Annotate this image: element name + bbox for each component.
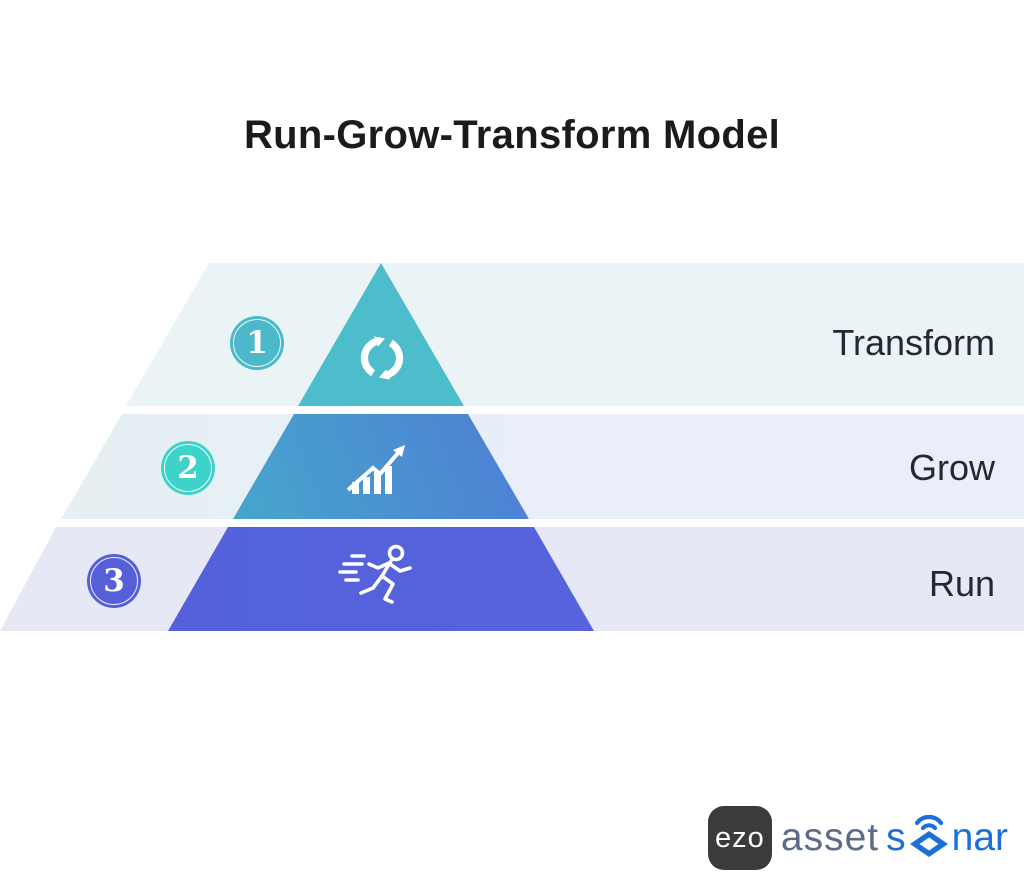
step-number: 2 [177, 450, 199, 486]
growth-chart-icon [346, 445, 405, 494]
step-badge-1: 1 [230, 316, 284, 370]
level-label-transform: Transform [832, 322, 995, 363]
band-grow [61, 414, 1024, 519]
level-label-run: Run [928, 563, 995, 604]
refresh-cycle-icon [360, 336, 404, 380]
sonar-suffix-text: nar [951, 816, 1008, 859]
level-label-grow: Grow [908, 447, 995, 488]
step-badge-2: 2 [161, 441, 215, 495]
sonar-cube-icon [909, 814, 948, 857]
ezo-logo-box: ezo [707, 806, 772, 870]
page-title: Run-Grow-Transform Model [243, 112, 781, 157]
step-number: 3 [103, 563, 125, 599]
ezo-logo-text: ezo [715, 821, 765, 854]
runner-icon [338, 544, 412, 604]
step-number: 1 [246, 325, 268, 361]
sonar-prefix-text: s [886, 816, 906, 859]
step-badge-3: 3 [87, 554, 141, 608]
asset-text: asset [780, 816, 880, 859]
assetsonar-wordmark: asset s nar [781, 812, 1008, 864]
assetsonar-logo: ezo asset s nar [707, 806, 1008, 870]
